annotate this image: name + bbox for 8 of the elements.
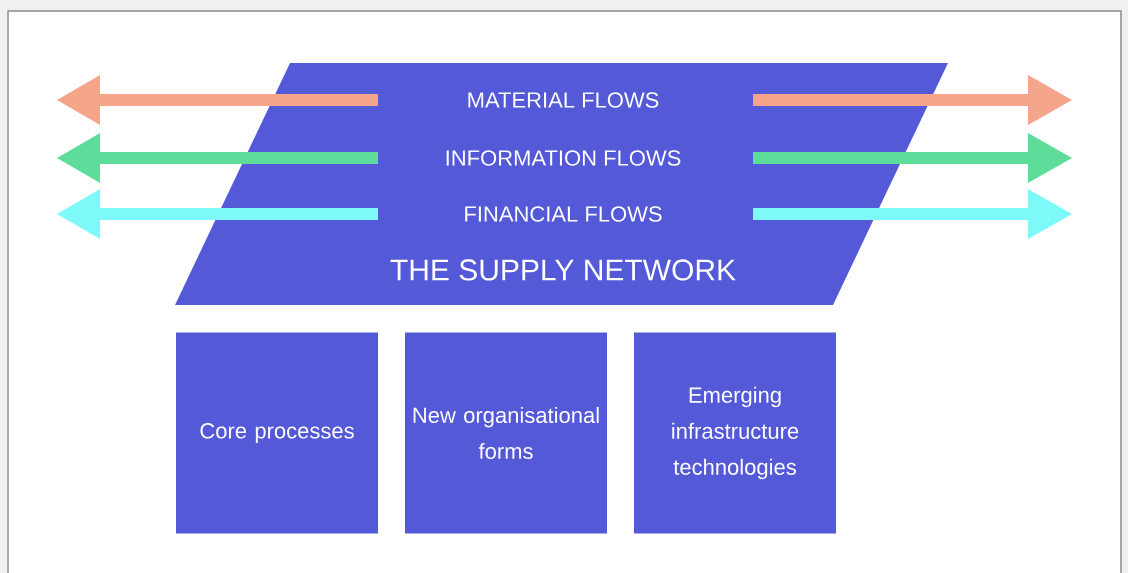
band-title: THE SUPPLY NETWORK — [390, 259, 736, 281]
flow-label: FINANCIAL FLOWS — [465, 206, 662, 222]
process-box: Emerging infrastructure technologies — [634, 332, 836, 534]
parallelogram-band — [175, 63, 948, 305]
flow-label: MATERIAL FLOWS — [468, 92, 659, 108]
process-box: New organisational forms — [405, 332, 607, 534]
flow-label: INFORMATION FLOWS — [446, 150, 681, 166]
process-box: Core processes — [176, 332, 378, 534]
